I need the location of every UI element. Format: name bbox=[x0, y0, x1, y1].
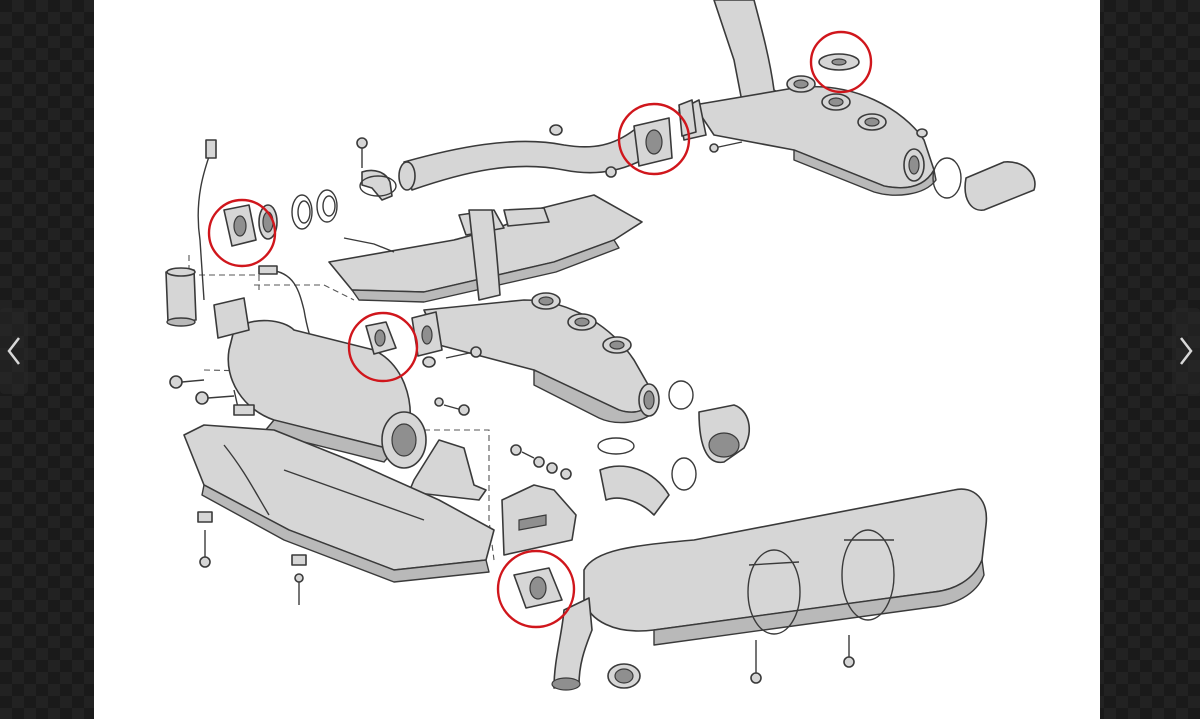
exhaust-system-diagram: .p { fill: #d6d6d6; stroke: #3a3a3a; str… bbox=[165, 0, 1036, 691]
chevron-right-icon bbox=[1180, 337, 1193, 365]
rubber-hanger bbox=[165, 267, 197, 327]
left-flange-assembly bbox=[223, 189, 338, 247]
muffler-tailpipe bbox=[513, 567, 641, 691]
left-bolts bbox=[169, 375, 470, 416]
muffler bbox=[583, 488, 988, 684]
gasket-highlight-left-flange bbox=[207, 198, 277, 268]
center-gasket bbox=[365, 321, 482, 368]
next-image-button[interactable] bbox=[1172, 308, 1200, 394]
center-clamps-and-elbows bbox=[597, 380, 750, 516]
gasket-highlight-center bbox=[347, 311, 419, 383]
pipe-clamp-upper bbox=[356, 137, 397, 201]
heat-shield-lower bbox=[183, 424, 495, 583]
chevron-left-icon bbox=[7, 337, 20, 365]
prev-image-button[interactable] bbox=[0, 308, 28, 394]
gasket-highlights bbox=[207, 30, 873, 629]
gasket-highlight-upper-pipe bbox=[617, 102, 691, 176]
heat-exchanger-center bbox=[411, 209, 660, 424]
mounting-brackets bbox=[408, 439, 577, 556]
gasket-highlight-muffler bbox=[496, 549, 576, 629]
gasket-highlight-top-right bbox=[809, 30, 873, 94]
catalytic-converter bbox=[213, 297, 427, 469]
exhaust-diagram-image: .p { fill: #d6d6d6; stroke: #3a3a3a; str… bbox=[94, 0, 1100, 719]
heat-exchanger-right bbox=[678, 0, 937, 196]
bottom-left-bolts bbox=[197, 511, 307, 605]
top-right-hardware bbox=[709, 53, 1036, 211]
crossover-gasket bbox=[633, 99, 697, 167]
